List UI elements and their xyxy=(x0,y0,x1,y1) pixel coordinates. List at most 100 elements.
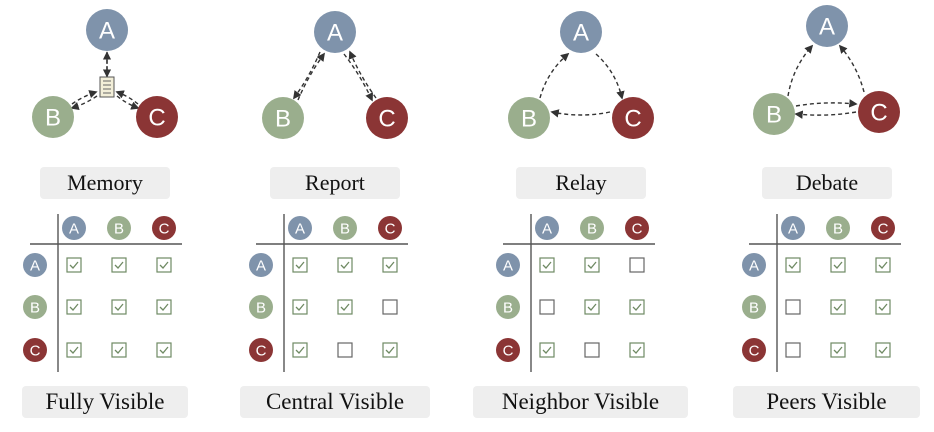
col-header-a-panel-1: A xyxy=(62,216,86,240)
svg-text:B: B xyxy=(766,102,782,129)
col-header-c-panel-4: C xyxy=(871,216,895,240)
checked-box-icon xyxy=(111,342,127,358)
node-a-panel-2: A xyxy=(314,11,356,53)
svg-text:C: C xyxy=(503,342,514,359)
svg-text:C: C xyxy=(159,220,170,237)
checked-box-icon xyxy=(539,342,555,358)
arrow-c-a xyxy=(348,50,377,99)
checked-box-icon xyxy=(111,257,127,273)
row-header-a-panel-3: A xyxy=(496,253,520,277)
checked-box-icon xyxy=(875,342,891,358)
svg-text:C: C xyxy=(256,342,267,359)
svg-text:A: A xyxy=(69,220,79,237)
checked-box-icon xyxy=(111,299,127,315)
svg-text:C: C xyxy=(385,220,396,237)
checked-box-icon xyxy=(539,257,555,273)
row-header-b-panel-4: B xyxy=(742,295,766,319)
row-header-c-panel-1: C xyxy=(23,338,47,362)
svg-text:B: B xyxy=(275,106,291,133)
arrow-a-b xyxy=(293,51,321,100)
svg-text:B: B xyxy=(521,106,537,133)
svg-text:B: B xyxy=(749,299,759,316)
svg-text:A: A xyxy=(788,220,798,237)
node-c-panel-3: C xyxy=(612,97,654,139)
svg-text:B: B xyxy=(503,299,513,316)
col-header-b-panel-2: B xyxy=(333,216,357,240)
row-header-c-panel-3: C xyxy=(496,338,520,362)
row-header-b-panel-3: B xyxy=(496,295,520,319)
node-b-panel-2: B xyxy=(262,97,304,139)
checked-box-icon xyxy=(66,342,82,358)
svg-text:C: C xyxy=(30,342,41,359)
arrow-b-c xyxy=(795,99,858,108)
row-header-a-panel-2: A xyxy=(249,253,273,277)
svg-text:A: A xyxy=(30,257,40,274)
col-header-c-panel-2: C xyxy=(378,216,402,240)
col-header-a-panel-3: A xyxy=(535,216,559,240)
checked-box-icon xyxy=(337,257,353,273)
svg-text:B: B xyxy=(30,299,40,316)
empty-box-icon xyxy=(337,342,353,358)
node-c-panel-4: C xyxy=(858,91,900,133)
node-b-panel-3: B xyxy=(508,97,550,139)
row-header-c-panel-4: C xyxy=(742,338,766,362)
svg-text:B: B xyxy=(833,220,843,237)
svg-text:A: A xyxy=(819,14,835,41)
col-header-b-panel-4: B xyxy=(826,216,850,240)
checked-box-icon xyxy=(292,299,308,315)
arrow-memory-b xyxy=(70,95,98,110)
checked-box-icon xyxy=(830,342,846,358)
svg-text:C: C xyxy=(749,342,760,359)
checked-box-icon xyxy=(156,342,172,358)
svg-text:A: A xyxy=(749,257,759,274)
row-header-b-panel-2: B xyxy=(249,295,273,319)
arrow-a-c xyxy=(343,53,373,102)
checked-box-icon xyxy=(830,299,846,315)
comm-label-relay: Relay xyxy=(516,167,646,199)
svg-text:A: A xyxy=(256,257,266,274)
arrow-b-memory xyxy=(71,90,98,105)
svg-text:A: A xyxy=(99,18,115,45)
empty-box-icon xyxy=(539,299,555,315)
col-header-a-panel-4: A xyxy=(781,216,805,240)
svg-text:B: B xyxy=(114,220,124,237)
svg-text:B: B xyxy=(256,299,266,316)
col-header-b-panel-3: B xyxy=(580,216,604,240)
col-header-c-panel-3: C xyxy=(625,216,649,240)
arrow-a-c xyxy=(595,53,625,100)
col-header-a-panel-2: A xyxy=(288,216,312,240)
vis-label-neighbor: Neighbor Visible xyxy=(473,386,688,418)
comm-label-memory: Memory xyxy=(40,167,170,199)
comm-label-debate: Debate xyxy=(762,167,892,199)
vis-label-fully: Fully Visible xyxy=(22,386,188,418)
svg-text:B: B xyxy=(45,105,61,132)
row-header-c-panel-2: C xyxy=(249,338,273,362)
arrow-c-b xyxy=(794,110,857,119)
empty-box-icon xyxy=(382,299,398,315)
checked-box-icon xyxy=(830,257,846,273)
checked-box-icon xyxy=(156,257,172,273)
empty-box-icon xyxy=(629,257,645,273)
svg-text:A: A xyxy=(542,220,552,237)
empty-box-icon xyxy=(584,342,600,358)
node-a-panel-3: A xyxy=(560,11,602,53)
checked-box-icon xyxy=(584,299,600,315)
svg-text:C: C xyxy=(878,220,889,237)
checked-box-icon xyxy=(785,257,801,273)
node-a-panel-1: A xyxy=(86,9,128,51)
node-b-panel-4: B xyxy=(753,93,795,135)
checked-box-icon xyxy=(584,257,600,273)
checked-box-icon xyxy=(66,257,82,273)
row-header-b-panel-1: B xyxy=(23,295,47,319)
arrow-c-b xyxy=(550,109,611,118)
checked-box-icon xyxy=(156,299,172,315)
comm-label-report: Report xyxy=(270,167,400,199)
node-a-panel-4: A xyxy=(806,5,848,47)
svg-text:C: C xyxy=(378,106,395,133)
node-c-panel-1: C xyxy=(136,96,178,138)
arrow-b-a xyxy=(787,44,814,97)
svg-text:A: A xyxy=(503,257,513,274)
node-c-panel-2: C xyxy=(366,97,408,139)
svg-text:C: C xyxy=(632,220,643,237)
empty-box-icon xyxy=(785,342,801,358)
